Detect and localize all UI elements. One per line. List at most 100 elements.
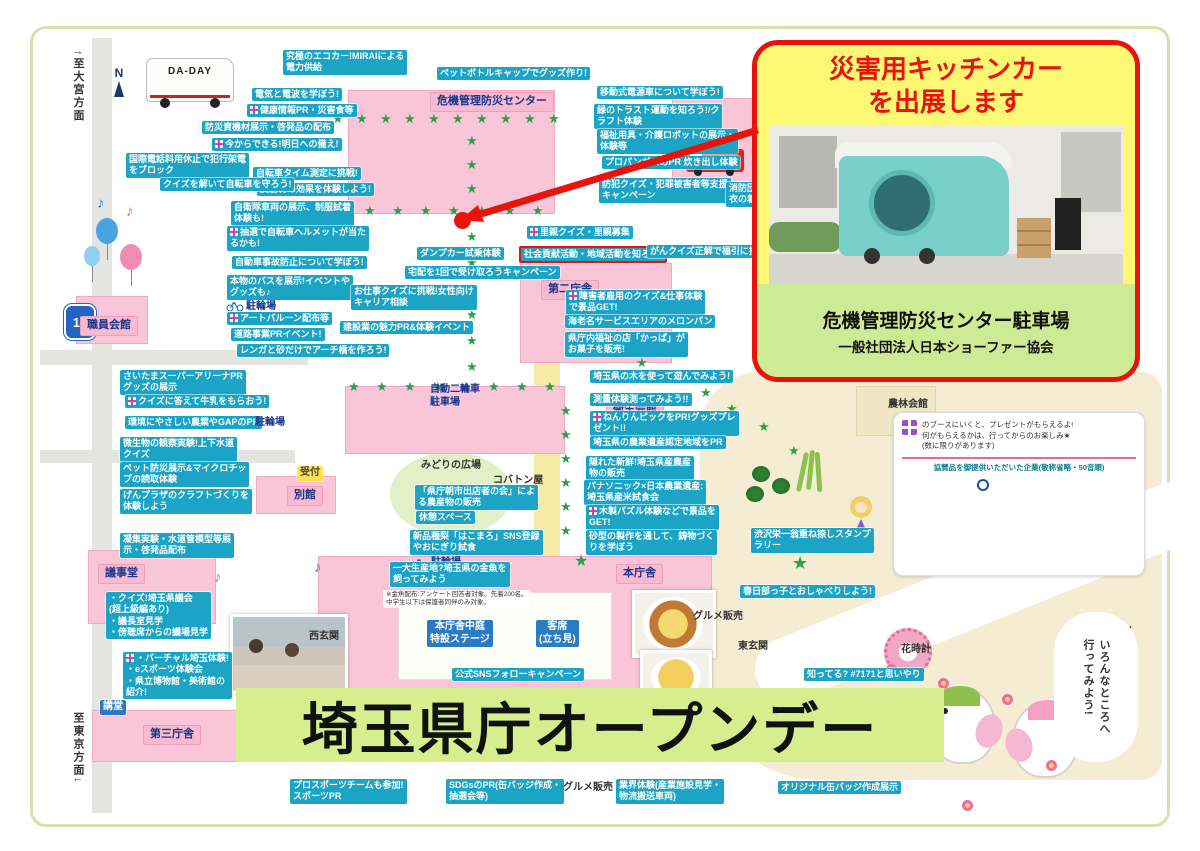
tree-icon: ★	[726, 401, 738, 416]
callout-organization: 一般社団法人日本ショーファー協会	[838, 339, 1054, 355]
map-label: 福祉用具・介護ロボットの展示・ 体験等	[597, 129, 739, 154]
map-label: 花時計	[898, 643, 934, 658]
gift-icon	[530, 228, 538, 236]
map-label: 電気と電波を学ぼう!	[252, 88, 342, 102]
map-label: 木製パズル体験などで景品を GET!	[586, 505, 719, 530]
kitchen-car-callout: 災害用キッチンカー を出展します 危機管理防災センター駐車場 一般社団法人日本シ…	[752, 40, 1140, 382]
map-label: 「県庁朝市出店者の会」によ る農産物の販売	[415, 485, 539, 510]
map-label-text: 国際電話料用休止で犯行架電 をブロック	[129, 154, 247, 176]
map-label: 自動二輪車 駐車場	[427, 383, 483, 410]
map-label-text: 電気と電波を学ぼう!	[255, 89, 339, 99]
map-label-text: 駐輪場	[255, 417, 285, 428]
map-label-text: レンガと砂だけでアーチ橋を作ろう!	[240, 345, 387, 355]
map-label: 社会貢献活動・地域活動を知ろう!	[519, 246, 667, 264]
map-label-text: 防犯クイズ・犯罪被害者等支援 キャンペーン	[602, 179, 728, 201]
girl-face	[855, 502, 867, 513]
map-label-text: 職員会館	[87, 319, 131, 331]
map-label-text: 木製パズル体験などで景品を GET!	[589, 506, 716, 528]
map-label: SDGsのPR(缶バッジ作成・ 抽選会等)	[446, 779, 565, 804]
direction-north-text: 至大宮方面	[72, 57, 84, 123]
map-label: ねんりんピックをPR!グッズプレ ゼント!!	[590, 411, 739, 436]
tree-icon: ★	[788, 443, 800, 458]
map-label: 休憩スペース	[416, 511, 475, 525]
map-label-text: 砂型の製作を通して、鋳物づく りを学ぼう	[589, 531, 715, 553]
kitchen-car-location-dot	[454, 212, 471, 229]
map-label-text: 東玄関	[738, 641, 768, 652]
callout-footer: 危機管理防災センター駐車場 一般社団法人日本ショーファー協会	[757, 284, 1135, 377]
map-label-text: 業界体験(産業施設見学・ 物流搬送車両)	[619, 780, 721, 802]
map-label-text: 受付	[300, 467, 320, 478]
map-label: 議事堂	[98, 564, 145, 584]
music-note-icon: ♪	[126, 203, 134, 220]
tree-icon: ★	[466, 333, 478, 348]
map-label-text: 危機管理防災センター	[437, 95, 547, 107]
kitchen-car-photo	[769, 126, 1123, 284]
map-label: 測量体験測ってみよう!!	[590, 393, 692, 407]
tree-icon: ★	[532, 203, 544, 218]
map-label-text: プロスポーツチームも参加! スポーツPR	[293, 780, 404, 802]
map-label: ・バーチャル埼玉体験! ・eスポーツ体験会 ・県立博物館・美術館の 紹介!	[123, 652, 232, 699]
music-note-icon: ♪	[314, 559, 322, 576]
compass: N	[104, 66, 134, 97]
gift-icon	[128, 397, 136, 405]
map-label-text: 農林会館	[888, 399, 928, 410]
map-label: クイズに答えて牛乳をもらおう!	[125, 395, 270, 409]
photo-person	[249, 639, 263, 653]
trailer-wheel	[864, 248, 880, 264]
map-label: 職員会館	[80, 316, 138, 336]
map-label-text: 埼玉県の木を使って遊んでみよう!	[593, 371, 731, 381]
map-label-text: グルメ販売	[563, 782, 613, 793]
map-label-text: ・バーチャル埼玉体験! ・eスポーツ体験会 ・県立博物館・美術館の 紹介!	[126, 653, 229, 697]
music-note-icon: ♪	[214, 569, 222, 586]
map-label: お仕事クイズに挑戦!女性向け キャリア相談	[351, 285, 477, 310]
map-label: 自衛隊車両の展示、制服試着 体験も!	[231, 201, 355, 226]
map-label: 危機管理防災センター	[430, 92, 554, 112]
map-label-text: 別館	[294, 489, 316, 501]
mascot-speech-bubble: いろんなところへ 行ってみよう!	[1054, 612, 1138, 762]
map-label-text: みどりの広場	[421, 460, 481, 471]
map-label: 埼玉県の木を使って遊んでみよう!	[590, 370, 734, 384]
tree-icon: ★	[466, 229, 478, 244]
map-label-text: ・クイズ!埼玉県議会 (超上級編あり) ・議長室見学 ・傍聴席からの議場見学	[109, 593, 209, 637]
map-label: 障害者雇用のクイズ&仕事体験 で景品GET!	[566, 290, 706, 315]
map-label-text: 「県庁朝市出店者の会」によ る農産物の販売	[418, 486, 536, 508]
fire-truck-wheel	[726, 168, 734, 176]
map-label: 本庁舎	[616, 564, 663, 584]
gift-icon	[215, 140, 223, 148]
map-border-frame	[30, 26, 1170, 827]
map-label: 海老名サービスエリアのメロンパン	[565, 315, 716, 329]
map-label: ・クイズ!埼玉県議会 (超上級編あり) ・議長室見学 ・傍聴席からの議場見学	[106, 592, 212, 639]
map-label-text: 自動車事故防止について学ぼう!	[235, 257, 364, 267]
map-label-text: げんプラザのクラフトづくりを 体験しよう	[123, 490, 250, 512]
tree-icon: ★	[574, 553, 589, 570]
map-label: 春日部っ子とおしゃべりしよう!	[740, 585, 875, 599]
tree-icon: ★	[758, 419, 770, 434]
map-label: 渋沢栄一翁重ね捺しスタンプ ラリー	[751, 528, 874, 553]
map-label-text: オリジナル缶バッジ作成展示	[781, 782, 899, 792]
direction-south: 至東京方面↓	[70, 712, 86, 785]
map-label-text: コバトン屋	[493, 475, 544, 486]
tree-icon: ★	[432, 379, 444, 394]
map-label: 駐輪場	[252, 416, 288, 431]
map-label: 一大生産地?埼玉県の金魚を 飼ってみよう	[390, 562, 510, 587]
tree-icon: ★	[560, 451, 572, 466]
map-label-text: 本庁舎	[623, 567, 656, 579]
map-label: がんクイズ正解で福引に挑戦!	[647, 245, 773, 259]
photo-vr-booth	[230, 614, 348, 694]
bird-eye	[942, 708, 948, 714]
map-label: 別館	[287, 486, 323, 506]
direction-north: ↑至大宮方面	[70, 50, 86, 123]
tree-icon: ★	[500, 111, 512, 126]
flower-decoration	[962, 800, 973, 811]
map-label: 新品種梨「はこまろ」SNS登録 やおにぎり試食	[410, 530, 543, 555]
tree-icon: ★	[544, 379, 556, 394]
map-label-text: 測量体験測ってみよう!!	[593, 394, 689, 404]
map-label-text: 新品種梨「はこまろ」SNS登録 やおにぎり試食	[413, 531, 540, 553]
map-label-text: 防災資機材展示・啓発品の配布	[205, 122, 332, 132]
map-label: 第三庁舎	[143, 725, 201, 745]
tree-icon: ★	[504, 203, 516, 218]
map-label-text: 海老名サービスエリアのメロンパン	[568, 316, 713, 326]
map-label-text: 県庁内福祉の店「かっぱ」が お菓子を販売!	[568, 333, 686, 355]
map-label-text: 駐輪場	[246, 301, 276, 312]
tree-icon: ★	[364, 203, 376, 218]
